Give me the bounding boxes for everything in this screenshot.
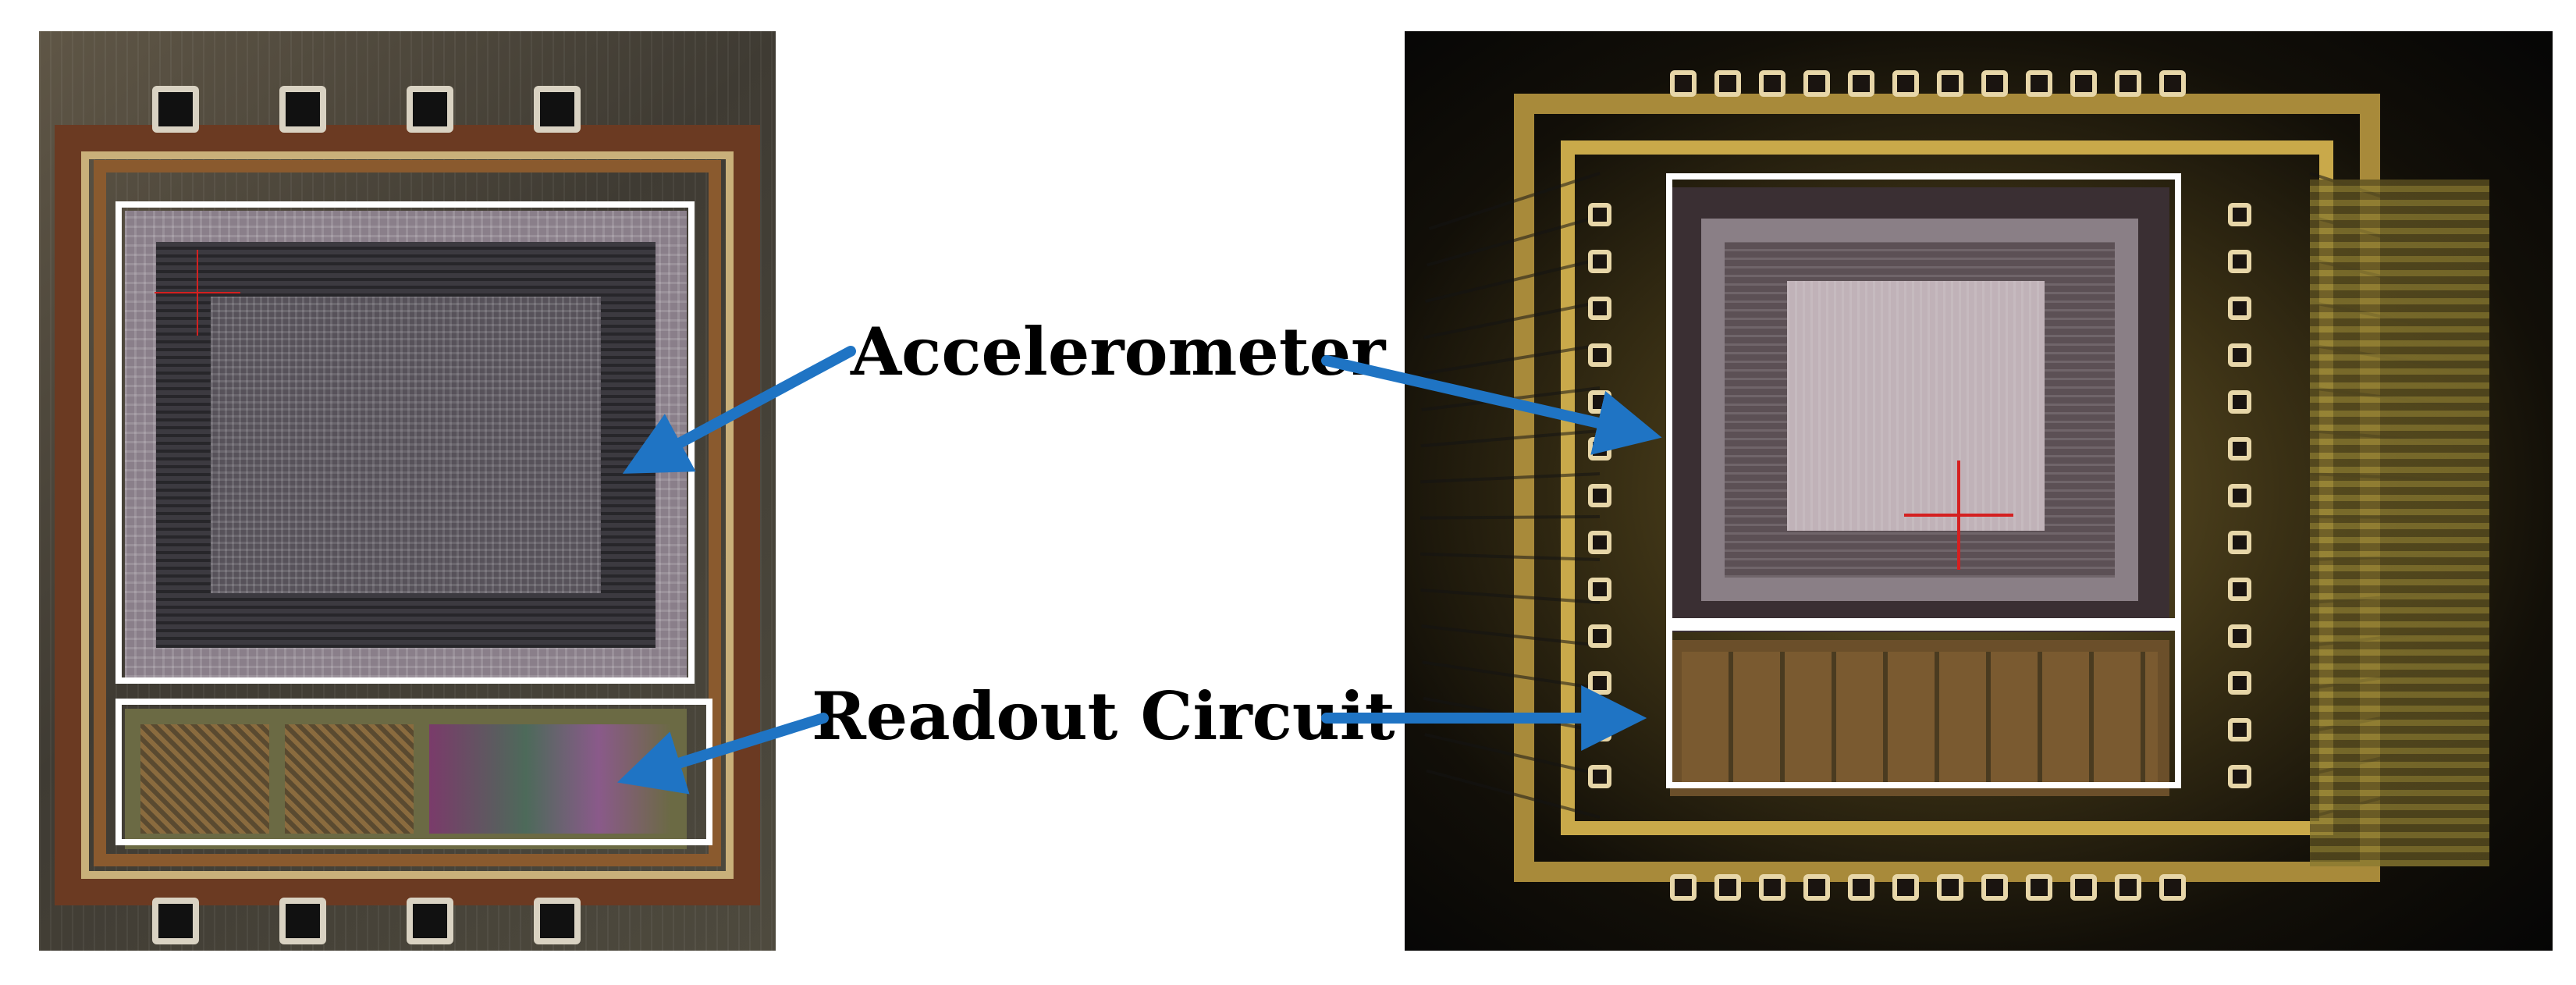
left-chip-inner-ring [94,160,721,866]
right-chip-side-circuitry [2310,180,2489,866]
bond-pad [1981,70,2008,97]
right-accelerometer-highlight-box [1666,173,2181,624]
bond-pad [2115,874,2141,901]
arrow-accelerometer-right [1321,355,1662,455]
left-accelerometer-proof-mass [211,297,601,593]
bond-pad [1588,624,1611,648]
left-chip-pad-ring [55,125,760,905]
bond-pad [1588,343,1611,367]
bond-pad [1588,297,1611,320]
bond-pad [2228,203,2251,226]
bond-pad [407,898,453,944]
bond-pad [1937,70,1963,97]
bond-pad [2228,250,2251,273]
bond-pad [2228,531,2251,554]
bond-pad [2228,671,2251,695]
bond-pad [1588,765,1611,788]
bond-pad [2228,624,2251,648]
bond-pad [2159,70,2186,97]
bond-pad [1670,874,1697,901]
bond-pad [2228,343,2251,367]
bond-pad [2159,874,2186,901]
right-readout-blocks [1682,652,2158,784]
accelerometer-label: Accelerometer [851,313,1386,390]
bond-pad [152,898,199,944]
bond-pad [1937,874,1963,901]
bond-pad [152,86,199,133]
left-chip-photo [39,31,776,951]
left-readout-block-2 [285,724,414,834]
right-accelerometer-die [1670,187,2169,632]
bond-pad [1803,70,1830,97]
bond-pad [534,898,581,944]
left-readout-die [125,709,687,849]
bond-pad [2228,297,2251,320]
right-readout-highlight-box [1666,624,2181,788]
bond-pad [1759,70,1785,97]
bond-pad [1714,70,1741,97]
bond-pad [1588,203,1611,226]
bond-pad [1803,874,1830,901]
bond-pad [2115,70,2141,97]
bond-pad [279,86,326,133]
bond-pad [1714,874,1741,901]
left-readout-highlight-box [115,699,712,845]
bond-pad [1981,874,2008,901]
right-crosshair-marker [1904,460,2013,570]
bond-pad [2070,874,2097,901]
right-chip-photo [1405,31,2553,951]
bond-pad [1892,70,1919,97]
left-readout-block-1 [140,724,269,834]
bond-pad [2228,437,2251,460]
bond-pad [279,898,326,944]
bond-pad [2228,484,2251,507]
bond-pad [1588,484,1611,507]
bond-pad [534,86,581,133]
bond-pad [407,86,453,133]
bond-pad [2228,390,2251,414]
arrow-accelerometer-left [622,346,856,474]
right-accelerometer-proof-mass [1787,281,2045,531]
bond-pad [1759,874,1785,901]
bond-pad [2026,70,2052,97]
bond-pad [2026,874,2052,901]
bond-pad [1588,531,1611,554]
bond-pad [2228,578,2251,601]
right-readout-die [1670,640,2169,796]
bond-pad [2070,70,2097,97]
bond-pad [2228,718,2251,741]
bond-pad [1848,70,1874,97]
bond-pad [2228,765,2251,788]
bond-pad [1588,578,1611,601]
bond-pad [1848,874,1874,901]
bond-pad [1670,70,1697,97]
bond-pad [1892,874,1919,901]
left-crosshair-marker [155,250,240,336]
readout-circuit-label: Readout Circuit [812,677,1395,755]
left-accelerometer-die [125,211,687,677]
arrow-readout-left [616,713,829,795]
bond-pad [1588,250,1611,273]
